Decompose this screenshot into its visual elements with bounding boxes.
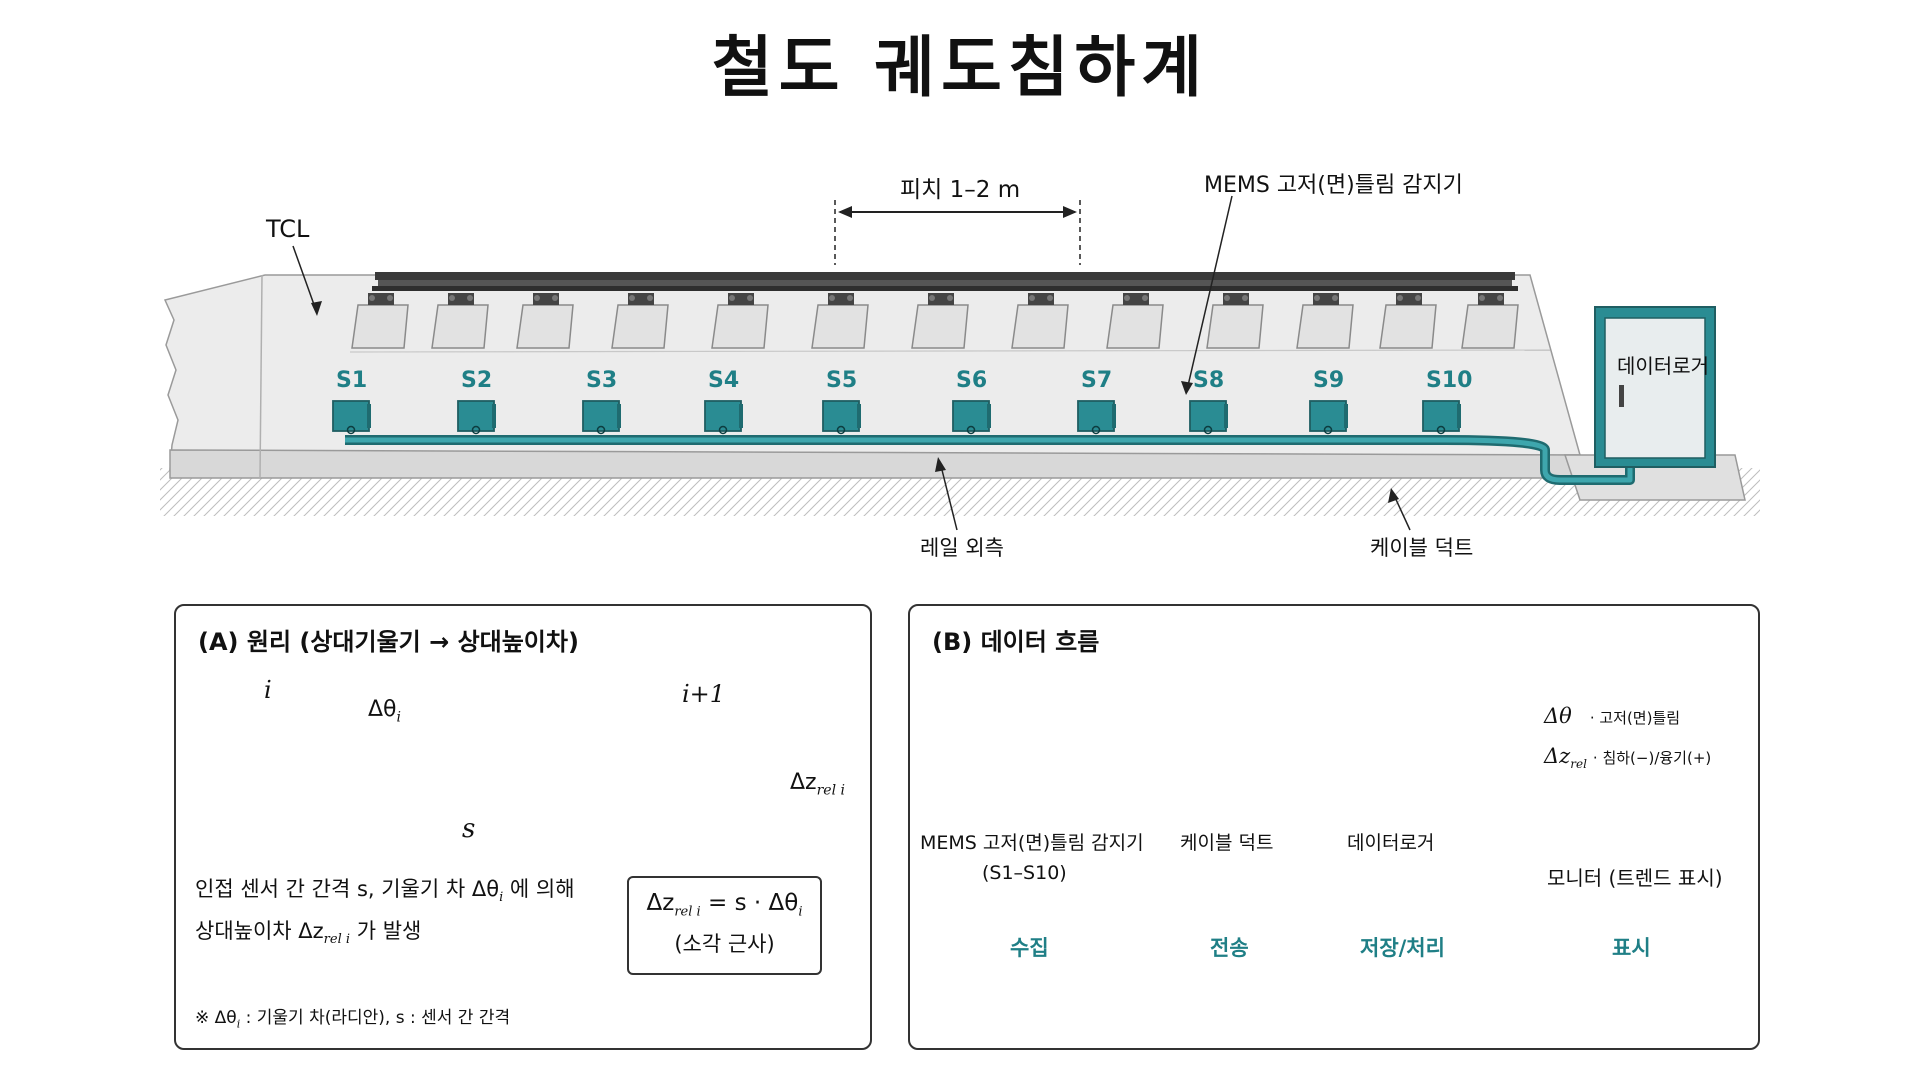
formula-note: (소각 근사): [674, 931, 775, 956]
sensor-label: S2: [461, 368, 493, 393]
sleeper: [431, 293, 489, 349]
flow-step-label: 전송: [1210, 936, 1249, 960]
flow-step-label: 수집: [1010, 936, 1049, 960]
flow-logger-label: 데이터로거: [1347, 832, 1435, 854]
sleepers: [351, 293, 1519, 349]
rail-web: [378, 280, 1512, 286]
track-sensor: [704, 400, 743, 435]
sleeper: [1379, 293, 1437, 349]
page-title: 철도 궤도침하계: [711, 29, 1209, 106]
sleeper: [811, 293, 869, 349]
flow-sensors-label: MEMS 고저(면)틀림 감지기: [920, 832, 1144, 854]
spacing-label: s: [462, 814, 476, 844]
monitor-row2: Δzrel· 침하(−)/융기(+): [1544, 744, 1712, 772]
panel-b-title: (B) 데이터 흐름: [932, 628, 1100, 656]
track-sensor: [332, 400, 371, 435]
data-logger-cabinet: [1594, 306, 1716, 468]
sleeper: [1461, 293, 1519, 349]
track-sensor: [1189, 400, 1228, 435]
pitch-label: 피치 1–2 m: [900, 177, 1021, 203]
track-sensor: [952, 400, 991, 435]
sensor-label: S4: [708, 368, 740, 393]
delta-z-label: Δzrel i: [790, 770, 845, 799]
sensor-row: [332, 400, 1461, 435]
panel-a-footnote: ※ Δθi : 기울기 차(라디안), s : 센서 간 간격: [195, 1008, 511, 1031]
mems-sensor-label: MEMS 고저(면)틀림 감지기: [1204, 173, 1463, 198]
flow-step-label: 표시: [1612, 936, 1651, 960]
sensor-i1-label: i+1: [682, 680, 726, 708]
sleeper: [1206, 293, 1264, 349]
rail-outside-pointer: [939, 461, 958, 531]
tcl-label: TCL: [266, 215, 310, 243]
sensor-label: S6: [956, 368, 988, 393]
panel-a-desc-line2: 상대높이차 Δzrel i 가 발생: [195, 919, 422, 948]
flow-sensors-range: (S1–S10): [982, 862, 1067, 884]
sleeper: [351, 293, 409, 349]
track-sensor: [822, 400, 861, 435]
formula: Δzrel i = s · Δθi: [646, 890, 803, 920]
sensor-label: S10: [1426, 368, 1473, 393]
sleeper: [611, 293, 669, 349]
track-sensor: [1077, 400, 1116, 435]
sensor-label: S8: [1193, 368, 1225, 393]
track-sensor: [1309, 400, 1348, 435]
panel-a: (A) 원리 (상대기울기 → 상대높이차): [174, 604, 872, 1050]
rail-foot: [372, 286, 1518, 291]
sleeper: [1011, 293, 1069, 349]
track-sensor: [582, 400, 621, 435]
formula-box: Δzrel i = s · Δθi (소각 근사): [627, 876, 822, 975]
sleeper: [711, 293, 769, 349]
sensor-i-label: i: [264, 676, 272, 704]
monitor-row1: Δθ· 고저(면)틀림: [1544, 704, 1681, 728]
rail-head: [375, 272, 1515, 280]
panel-b: (B) 데이터 흐름: [908, 604, 1760, 1050]
sleeper: [516, 293, 574, 349]
tcl-pointer: [292, 245, 318, 314]
mems-pointer: [1186, 195, 1233, 391]
sensor-label: S5: [826, 368, 858, 393]
panel-a-title: (A) 원리 (상대기울기 → 상대높이차): [198, 628, 579, 656]
logger-label: 데이터로거: [1617, 354, 1709, 378]
delta-theta-label: Δθi: [368, 697, 401, 726]
flow-step-label: 저장/처리: [1360, 936, 1445, 960]
sensor-label: S9: [1313, 368, 1345, 393]
cable-duct-label: 케이블 덕트: [1370, 536, 1474, 560]
sleeper: [1296, 293, 1354, 349]
sensor-label: S3: [586, 368, 618, 393]
rail-outside-label: 레일 외측: [920, 536, 1004, 560]
flow-monitor-label: 모니터 (트렌드 표시): [1547, 866, 1723, 890]
flow-duct-label: 케이블 덕트: [1180, 832, 1274, 854]
track-sensor: [457, 400, 496, 435]
sensor-label: S7: [1081, 368, 1113, 393]
sleeper: [911, 293, 969, 349]
slab-front-face: [169, 449, 1583, 479]
sleeper: [1106, 293, 1164, 349]
sensor-label: S1: [336, 368, 368, 393]
track-sensor: [1422, 400, 1461, 435]
panel-a-desc-line1: 인접 센서 간 간격 s, 기울기 차 Δθi 에 의해: [195, 877, 575, 906]
